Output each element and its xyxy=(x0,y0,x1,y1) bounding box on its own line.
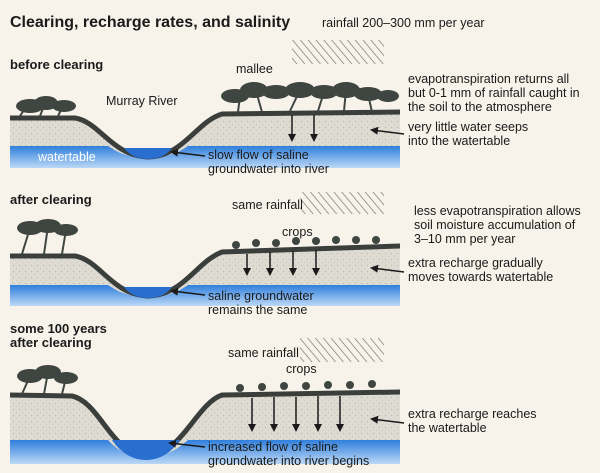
recharge-pointer xyxy=(370,415,405,424)
soil-layer xyxy=(10,112,400,157)
soil-layer xyxy=(10,392,400,456)
recharge-note-after: extra recharge gradually moves towards w… xyxy=(408,256,554,284)
river-channel xyxy=(112,440,180,460)
evapotranspiration-note-before: evapotranspiration returns all but 0-1 m… xyxy=(408,72,580,114)
river-channel xyxy=(124,287,172,298)
panel-before-clearing xyxy=(10,40,405,168)
panel-100-years-after xyxy=(9,338,405,464)
groundwater-flow-arrow xyxy=(170,287,206,296)
groundwater-band xyxy=(10,440,400,464)
rain-hatch xyxy=(292,40,384,64)
crop-row xyxy=(232,236,380,249)
crop-row xyxy=(236,380,376,392)
rain-hatch xyxy=(300,192,384,214)
panel-heading-before: before clearing xyxy=(10,57,104,72)
groundwater-note-100-years: increased flow of saline groundwater int… xyxy=(208,440,370,468)
rainfall-label: rainfall 200–300 mm per year xyxy=(322,16,485,30)
groundwater-flow-arrow xyxy=(170,148,206,157)
groundwater-band xyxy=(10,146,400,168)
crops-label: crops xyxy=(286,362,317,376)
same-rainfall-label: same rainfall xyxy=(228,346,299,360)
mallee-label: mallee xyxy=(236,62,273,76)
mallee-trees xyxy=(16,82,399,117)
river-channel xyxy=(124,148,172,159)
seepage-pointer xyxy=(370,126,405,135)
crops-label: crops xyxy=(282,225,313,239)
panel-heading-after: after clearing xyxy=(10,192,92,207)
mallee-trees xyxy=(17,219,78,255)
same-rainfall-label: same rainfall xyxy=(232,198,303,212)
rain-hatch xyxy=(300,338,384,362)
groundwater-note-before: slow flow of saline groundwater into riv… xyxy=(208,148,329,176)
groundwater-band xyxy=(10,285,400,306)
recharge-pointer xyxy=(370,264,405,273)
panel-after-clearing xyxy=(10,192,405,306)
murray-river-label: Murray River xyxy=(106,94,178,108)
soil-layer xyxy=(10,246,400,296)
mallee-trees xyxy=(17,365,78,395)
watertable-label: watertable xyxy=(38,150,96,164)
diagram-title: Clearing, recharge rates, and salinity xyxy=(10,14,291,31)
groundwater-flow-arrow xyxy=(168,439,206,448)
seepage-note: very little water seeps into the waterta… xyxy=(408,120,529,148)
panel-heading-100-years: some 100 years after clearing xyxy=(10,321,107,350)
groundwater-note-after: saline groundwater remains the same xyxy=(208,289,314,317)
evapotranspiration-note-after: less evapotranspiration allows soil mois… xyxy=(414,204,581,246)
recharge-note-100-years: extra recharge reaches the watertable xyxy=(408,407,537,435)
